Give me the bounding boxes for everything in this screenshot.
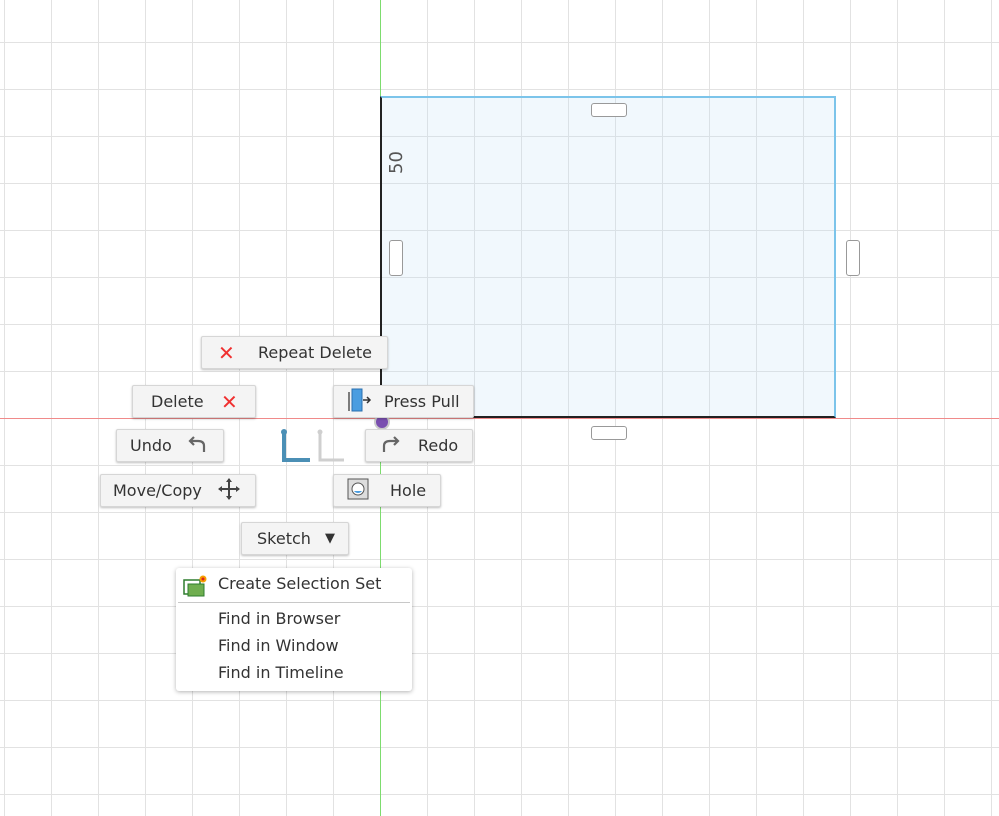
horizontal-constraint-icon[interactable] [591,103,627,117]
vertical-constraint-icon[interactable] [846,240,860,276]
horizontal-constraint-icon[interactable] [591,426,627,440]
undo-arrow-icon [186,434,208,458]
selection-set-icon [182,574,208,602]
delete-x-icon: ✕ [218,340,235,365]
x-axis [0,418,999,419]
repeat-delete-button[interactable]: ✕ Repeat Delete [201,336,388,369]
vertical-constraint-icon[interactable] [389,240,403,276]
find-in-timeline-item[interactable]: Find in Timeline [218,663,344,682]
dimension-label[interactable]: 50 [385,151,407,174]
sketch-rectangle[interactable] [380,96,836,418]
sketch-dropdown-button[interactable]: Sketch ▼ [241,522,349,555]
caret-down-icon: ▼ [325,531,335,546]
create-selection-set-item[interactable]: Create Selection Set [218,574,382,593]
redo-button[interactable]: Redo [365,429,473,462]
find-in-window-item[interactable]: Find in Window [218,636,339,655]
context-menu: Create Selection Set Find in Browser Fin… [176,568,412,691]
redo-arrow-icon [380,434,418,458]
press-pull-icon [346,387,384,417]
move-copy-button[interactable]: Move/Copy [100,474,256,507]
delete-x-icon: ✕ [221,389,238,414]
press-pull-button[interactable]: Press Pull [333,385,474,418]
hole-button[interactable]: Hole [333,474,441,507]
hole-icon [346,477,390,505]
sketch-corner-icon [281,429,344,462]
undo-button[interactable]: Undo [116,429,224,462]
find-in-browser-item[interactable]: Find in Browser [218,609,341,628]
delete-button[interactable]: Delete ✕ [132,385,256,418]
menu-separator [178,602,410,603]
move-arrows-icon [217,477,241,505]
